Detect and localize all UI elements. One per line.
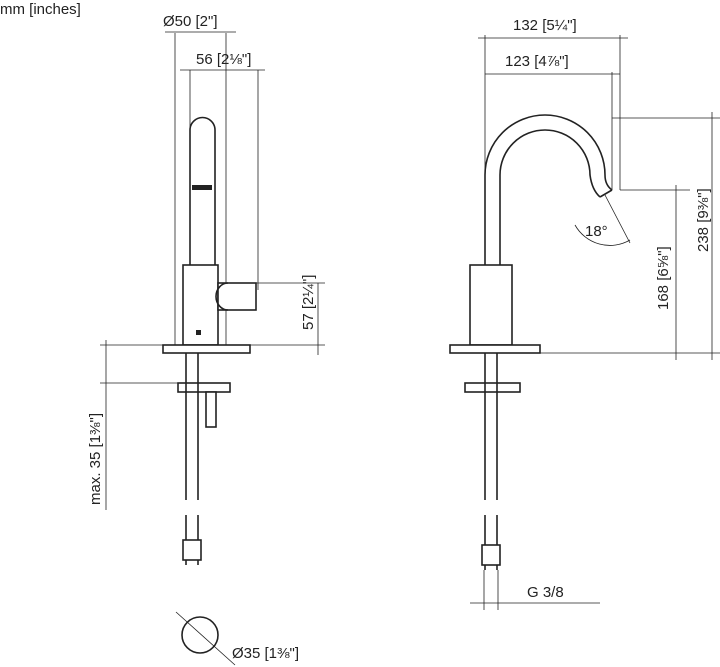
dim-hole-diameter: Ø35 [1⅜"]	[232, 645, 299, 662]
dim-spout-height: 168 [6⅝"]	[655, 246, 672, 310]
dim-thread: G 3/8	[527, 584, 564, 601]
dim-handle-height: 57 [2¼"]	[300, 275, 317, 330]
side-view: Ø50 [2"] 56 [2⅛"] 57 [2¼"] max. 35 [1⅜"]…	[87, 13, 325, 666]
dim-total-height: 238 [9⅜"]	[695, 188, 712, 252]
dim-top-diameter: Ø50 [2"]	[163, 13, 218, 30]
front-view: 132 [5¼"] 123 [4⅞"] 18° 168 [6⅝"] 238 [9…	[449, 17, 720, 610]
dim-reach-inner: 123 [4⅞"]	[505, 53, 569, 70]
dim-max-thickness: max. 35 [1⅜"]	[87, 413, 104, 505]
dim-reach-outer: 132 [5¼"]	[513, 17, 577, 34]
dim-angle: 18°	[585, 223, 608, 240]
units-label: mm [inches]	[0, 1, 81, 18]
dim-width: 56 [2⅛"]	[196, 51, 251, 68]
